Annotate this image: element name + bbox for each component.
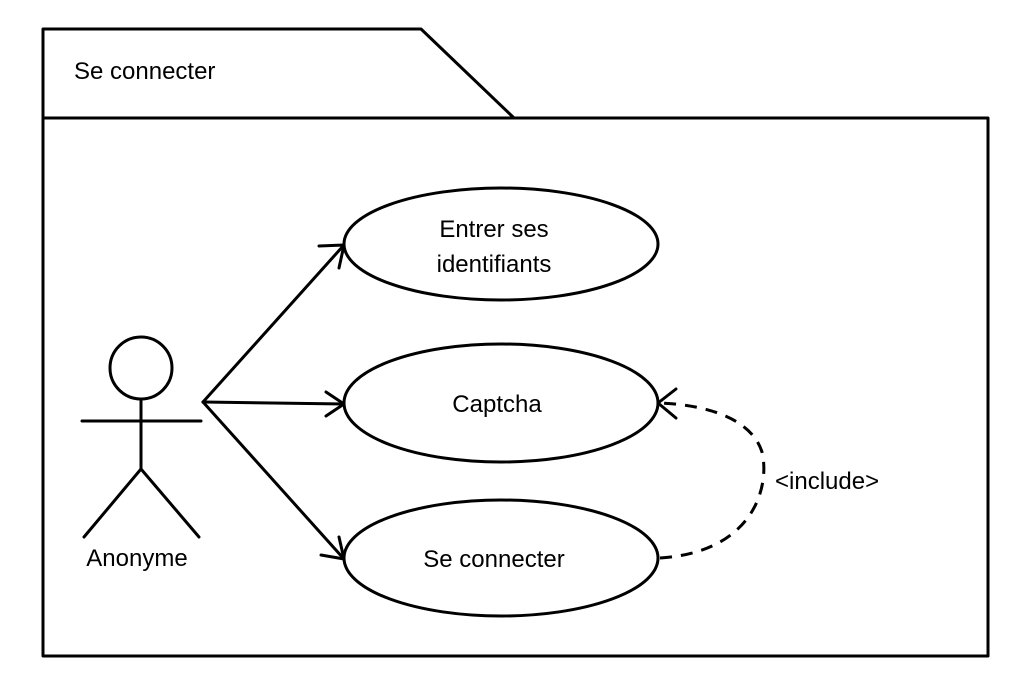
actor-right-leg	[139, 467, 201, 539]
use-case-ellipse	[342, 498, 660, 618]
associations	[201, 243, 346, 561]
include-relationship: <include>	[656, 387, 879, 560]
package: Se connecter	[41, 27, 990, 658]
package-title: Se connecter	[74, 58, 215, 85]
association-to-captcha	[201, 400, 346, 406]
use-case-captcha[interactable]: Captcha	[342, 342, 660, 464]
use-case-se-connecter[interactable]: Se connecter	[342, 498, 660, 618]
include-label: <include>	[775, 468, 879, 495]
actor-name: Anonyme	[86, 545, 187, 572]
actor-left-leg	[82, 467, 143, 539]
include-arrowhead	[656, 387, 678, 420]
use-case-entrer-identifiants[interactable]: Entrer ses identifiants	[342, 186, 660, 302]
use-case-label: Se connecter	[423, 546, 564, 573]
actor-anonyme[interactable]: Anonyme	[80, 335, 203, 572]
package-body	[41, 116, 990, 658]
association-to-entrer	[201, 243, 346, 404]
include-dashed-line	[659, 401, 766, 560]
association-to-se-connecter	[201, 400, 346, 561]
use-case-label: Captcha	[452, 391, 542, 418]
actor-head	[108, 335, 174, 401]
use-case-label-line2: identifiants	[437, 251, 552, 278]
use-case-label-line1: Entrer ses	[439, 216, 548, 243]
use-case-ellipse	[342, 186, 660, 302]
